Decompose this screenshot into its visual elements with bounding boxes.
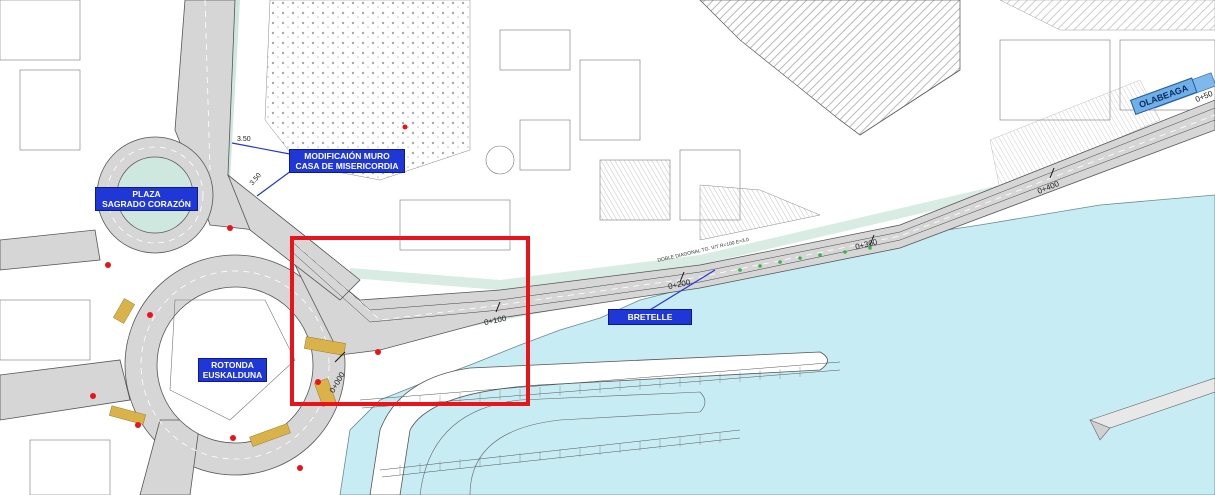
chainage-ticks xyxy=(334,167,1055,363)
rotonda-label: ROTONDA EUSKALDUNA xyxy=(198,358,267,382)
muro-label-line2: CASA DE MISERICORDIA xyxy=(295,161,399,171)
green-verge-2 xyxy=(350,185,1000,290)
muro-label-line1: MODIFICAIÓN MURO xyxy=(304,151,390,161)
muro-label: MODIFICAIÓN MURO CASA DE MISERICORDIA xyxy=(289,149,405,173)
plaza-label-line2: SAGRADO CORAZÓN xyxy=(102,199,191,209)
dock-piers xyxy=(359,361,841,478)
plaza-label: PLAZA SAGRADO CORAZÓN xyxy=(95,187,198,211)
markers xyxy=(90,124,408,471)
bretelle-label-text: BRETELLE xyxy=(627,312,673,322)
rotonda-label-line1: ROTONDA xyxy=(211,360,254,370)
dimension-1-text: 3.50 xyxy=(237,136,251,143)
trees xyxy=(738,246,872,272)
plaza-label-line1: PLAZA xyxy=(132,189,161,199)
embankment xyxy=(989,79,1161,191)
euskalduna-building xyxy=(169,299,296,421)
highlight-rectangle xyxy=(290,236,530,406)
dimension-1: 3.50 xyxy=(237,136,251,143)
rotonda-label-line2: EUSKALDUNA xyxy=(202,370,263,380)
park-area xyxy=(264,0,471,181)
lane-markings xyxy=(106,0,1215,460)
crossings xyxy=(109,298,346,447)
dock-basin-water xyxy=(419,391,706,495)
dock-basin xyxy=(369,351,828,495)
dock-ticks xyxy=(399,367,801,475)
top-right-hatch xyxy=(999,0,1215,31)
right-pier-tip xyxy=(1089,419,1111,441)
stadium-roof xyxy=(699,0,961,136)
bretelle-label: BRETELLE xyxy=(608,309,692,325)
road-edges xyxy=(289,107,1215,323)
leaders xyxy=(231,142,716,317)
hillside xyxy=(699,184,821,241)
